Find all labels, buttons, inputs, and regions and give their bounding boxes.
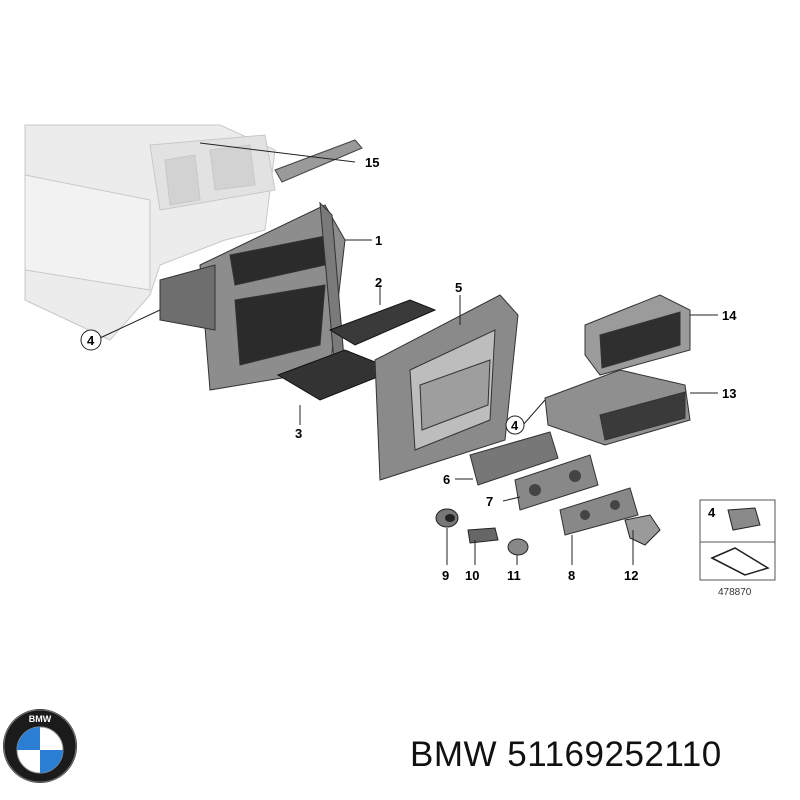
center-console-ghost <box>24 124 276 341</box>
part-8-switch-panel <box>559 487 639 536</box>
callout-14: 14 <box>722 308 737 323</box>
part-10-usb-socket <box>467 527 499 544</box>
callout-7: 7 <box>486 494 493 509</box>
callout-4-circle-right: 4 <box>505 415 525 435</box>
callout-9: 9 <box>442 568 449 583</box>
diagram-reference-number: 478870 <box>718 587 752 598</box>
part-9-socket <box>435 508 459 528</box>
callout-8: 8 <box>568 568 575 583</box>
part-1-console-bezel <box>159 201 346 391</box>
part-number-label: BMW 51169252110 <box>410 735 722 774</box>
leader-lines <box>99 142 718 565</box>
callout-4-left: 4 <box>87 333 95 348</box>
callout-4-right: 4 <box>511 418 519 433</box>
callout-2: 2 <box>375 275 382 290</box>
callout-13: 13 <box>722 386 736 401</box>
bmw-logo-letters: BMW <box>29 714 52 724</box>
callout-12: 12 <box>624 568 638 583</box>
part-2-grille-mat <box>328 299 437 346</box>
callout-5: 5 <box>455 280 462 295</box>
part-12-connector <box>624 514 661 546</box>
callout-10: 10 <box>465 568 479 583</box>
inset-box: 4 <box>699 499 776 581</box>
callout-1: 1 <box>375 233 382 248</box>
inset-callout-4: 4 <box>708 505 716 520</box>
part-5-panel-frame <box>374 294 519 481</box>
callout-15: 15 <box>365 155 379 170</box>
part-14-storage-tray <box>584 294 691 376</box>
part-11-socket <box>507 538 529 556</box>
bmw-logo: BMW <box>3 709 77 783</box>
part-6-switch-blank <box>469 431 559 486</box>
part-15-trim-strip <box>274 139 363 183</box>
part-13-storage-box <box>544 369 691 446</box>
callout-6: 6 <box>443 472 450 487</box>
callout-4-circle-left: 4 <box>80 329 102 351</box>
callout-3: 3 <box>295 426 302 441</box>
part-7-switch-panel <box>514 454 599 511</box>
callout-11: 11 <box>507 568 521 583</box>
